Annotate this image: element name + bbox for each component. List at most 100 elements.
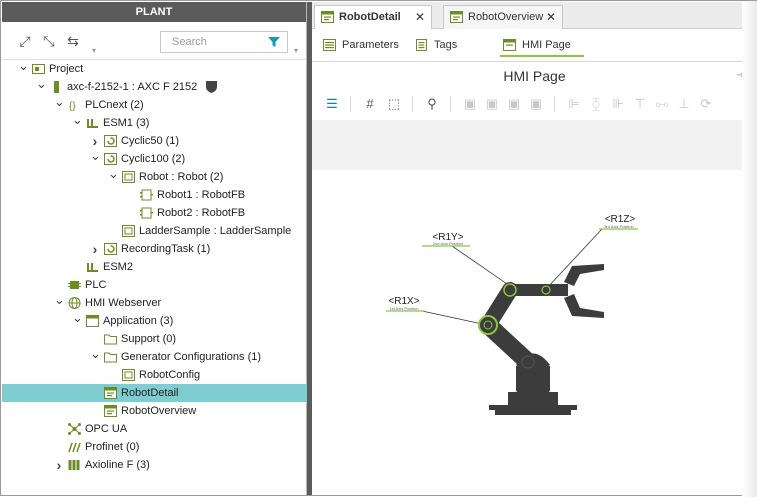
search-dropdown-caret-icon[interactable]: ▾ [294,46,299,55]
align-left-icon[interactable]: ⊫ [568,96,580,111]
properties-icon[interactable]: ☰ [326,96,338,111]
canvas-ruler-strip [312,120,742,170]
chevron-down-icon[interactable]: ⌄ [54,292,65,307]
tree-item[interactable]: Robot2 : RobotFB [2,204,307,222]
toolbar-dropdown-caret-icon[interactable]: ▾ [92,46,97,55]
fb-icon [140,189,153,201]
plant-toolbar: ⤢ ⤡ ⇆ ▾ Search ▾ [2,22,306,60]
tab-robotoverview[interactable]: RobotOverview ✕ [443,5,563,29]
send-back-icon[interactable]: ▣ [529,96,543,111]
program-icon [122,171,135,183]
tree-item[interactable]: OPC UA [2,420,307,438]
tree-item[interactable]: Profinet (0) [2,438,307,456]
tree-item[interactable]: ⌄ axc-f-2152-1 : AXC F 2152 [2,76,307,96]
tab-robotdetail[interactable]: RobotDetail ✕ [314,5,432,30]
subtab-hmi-page[interactable]: HMI Page [500,35,584,57]
tree-item[interactable]: ⌄ {} PLCnext (2) [2,94,307,114]
chevron-down-icon[interactable]: ⌄ [36,76,47,91]
tab-label: RobotOverview [468,11,544,23]
bring-forward-icon[interactable]: ▣ [485,96,499,111]
align-top-icon[interactable]: ⊤ [634,96,646,111]
tree-item[interactable]: RobotDetail [2,384,307,402]
tree-item-label: PLCnext (2) [85,99,144,111]
subtab-parameters[interactable]: Parameters [320,35,406,57]
folder-icon [104,352,117,363]
tree-item-label: OPC UA [85,423,128,435]
collapse-all-icon[interactable]: ⤡ [43,33,55,49]
align-center-icon[interactable]: ⧲ [592,96,600,111]
tab-label: RobotDetail [339,11,401,23]
window-edge-shadow [742,1,757,497]
tree-item[interactable]: Robot1 : RobotFB [2,186,307,204]
tree-item[interactable]: RobotOverview [2,402,307,420]
tree-item[interactable]: ESM2 [2,258,307,276]
chevron-right-icon[interactable]: › [92,133,98,149]
tree-item-label: Project [49,63,84,75]
sync-arrows-icon[interactable]: ⇆ [67,33,79,49]
controller-icon [54,81,59,93]
tree-item[interactable]: RobotConfig [2,366,307,384]
task-icon [104,135,117,147]
tree-item[interactable]: ⌄Application (3) [2,310,307,330]
chevron-down-icon[interactable]: ⌄ [72,112,83,127]
chevron-right-icon[interactable]: › [56,457,62,473]
tree-item-label: ESM1 (3) [103,117,150,129]
chevron-down-icon[interactable]: ⌄ [90,148,101,163]
chevron-down-icon[interactable]: ⌄ [18,58,29,73]
search-placeholder: Search [172,36,207,48]
expand-all-icon[interactable]: ⤢ [19,33,31,49]
rotate-icon[interactable]: ⟳ [700,96,712,111]
tree-item[interactable]: ⌄ ESM1 (3) [2,112,307,132]
subtab-tags[interactable]: Tags [412,35,472,57]
tree-item-label: Robot1 : RobotFB [157,189,246,201]
project-icon [32,64,45,74]
hmi-toolbar: ☰ # ⬚ ⚲ ▣ ▣ ▣ ▣ ⊫ ⧲ ⊪ ⊤ ⧟ ⊥ ⟳ [312,90,757,120]
plcnext-icon: {} [69,101,76,111]
tree-item[interactable]: ›Cyclic50 (1) [2,132,307,150]
hmi-page-icon [321,11,334,23]
send-backward-icon[interactable]: ▣ [507,96,521,111]
r1z-caption: 3rd Axis Position [604,224,634,229]
bring-front-icon[interactable]: ▣ [463,96,477,111]
hmi-canvas[interactable]: <R1Z> 3rd Axis Position <R1Y> 2nd Axis P… [312,170,757,495]
r1y-caption: 2nd Axis Position [433,241,463,246]
zoom-icon[interactable]: ⚲ [427,96,437,111]
shield-icon [206,81,217,93]
align-bottom-icon[interactable]: ⊥ [678,96,690,111]
filter-icon[interactable] [267,35,281,49]
tree-item[interactable]: ›RecordingTask (1) [2,240,307,258]
chevron-down-icon[interactable]: ⌄ [72,310,83,325]
hmi-page-icon [104,387,117,399]
chevron-down-icon[interactable]: ⌄ [90,346,101,361]
align-right-icon[interactable]: ⊪ [612,96,624,111]
tree-item[interactable]: ›Axioline F (3) [2,456,307,474]
tree-item[interactable]: Support (0) [2,330,307,348]
tree-item[interactable]: ⌄Robot : Robot (2) [2,166,307,186]
tree-item-label: Support (0) [121,333,177,345]
tree-item[interactable]: ⌄Generator Configurations (1) [2,346,307,366]
robot-arm-graphic: <R1Z> 3rd Axis Position <R1Y> 2nd Axis P… [386,214,638,415]
tree-item[interactable]: ⌄ Project [2,58,307,78]
chevron-down-icon[interactable]: ⌄ [108,166,119,181]
tree-item[interactable]: ⌄HMI Webserver [2,292,307,312]
tags-icon [416,39,427,51]
tree-item-label: axc-f-2152-1 : AXC F 2152 [67,81,198,93]
close-icon[interactable]: ✕ [414,10,425,24]
close-icon[interactable]: ✕ [545,10,556,24]
tree-item[interactable]: LadderSample : LadderSample [2,222,307,240]
select-frame-icon[interactable]: ⬚ [387,96,401,111]
chevron-right-icon[interactable]: › [92,241,98,257]
r1y-tag: <R1Y> [432,232,463,243]
hmi-page-icon [450,11,463,23]
search-input[interactable]: Search [160,31,288,53]
subtab-label: HMI Page [522,39,571,51]
pin-icon[interactable]: ⇥ [736,70,745,81]
esm-icon [87,119,98,128]
axioline-icon [68,460,80,470]
tree-item[interactable]: ⌄Cyclic100 (2) [2,148,307,168]
align-middle-icon[interactable]: ⧟ [655,96,669,111]
tree-item[interactable]: PLC [2,276,307,294]
grid-icon[interactable]: # [366,96,374,111]
panel-splitter[interactable] [307,2,312,495]
chevron-down-icon[interactable]: ⌄ [54,94,65,109]
